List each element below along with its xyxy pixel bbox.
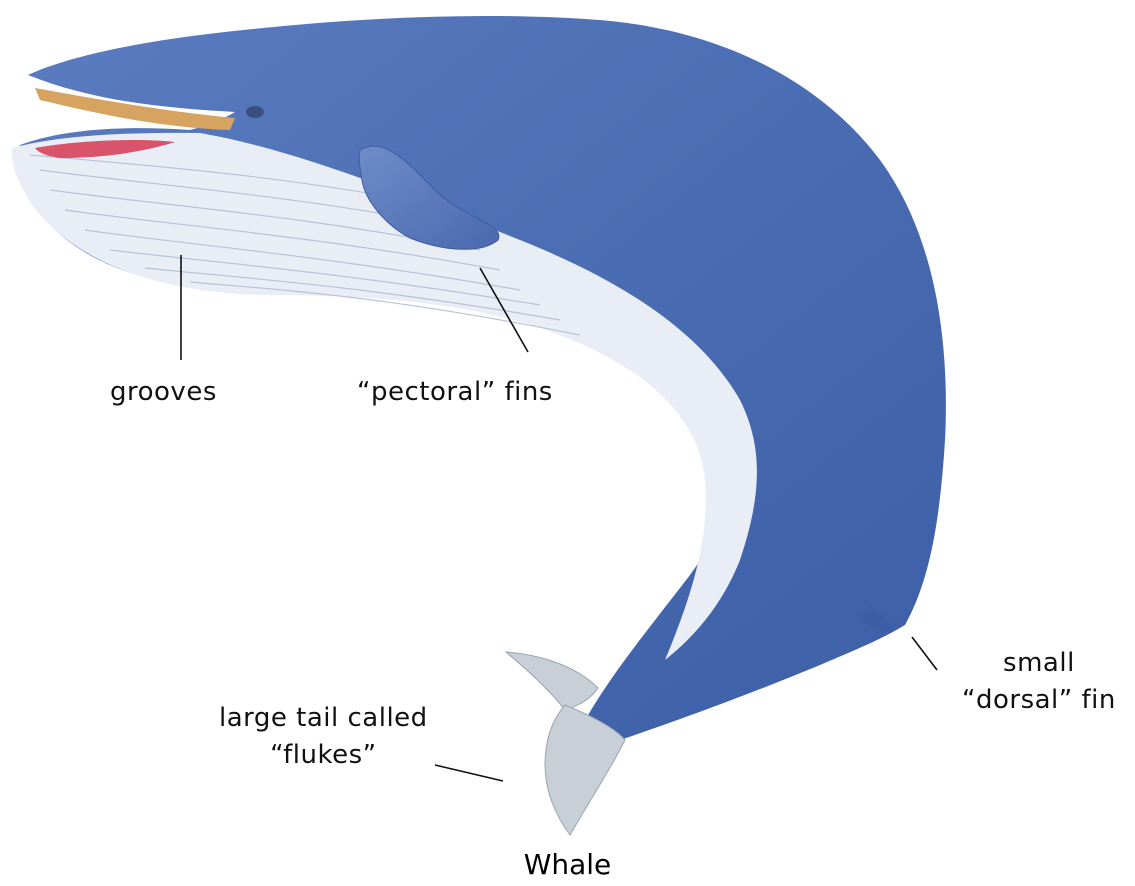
dorsal-fin-label: small “dorsal” fin bbox=[962, 645, 1116, 719]
flukes-label-line1: large tail called bbox=[219, 700, 428, 737]
grooves-label: grooves bbox=[110, 377, 217, 407]
whale-eye bbox=[246, 106, 264, 118]
dorsal-label-line2: “dorsal” fin bbox=[962, 682, 1116, 719]
dorsal-label-line1: small bbox=[962, 645, 1116, 682]
tail-flukes bbox=[506, 652, 598, 710]
figure-caption: Whale bbox=[0, 848, 1135, 881]
flukes-label: large tail called “flukes” bbox=[219, 700, 428, 774]
flukes-pointer-line bbox=[435, 765, 503, 781]
pectoral-fins-label: “pectoral” fins bbox=[357, 377, 553, 407]
flukes-label-line2: “flukes” bbox=[219, 737, 428, 774]
dorsal-pointer-line bbox=[912, 637, 937, 670]
